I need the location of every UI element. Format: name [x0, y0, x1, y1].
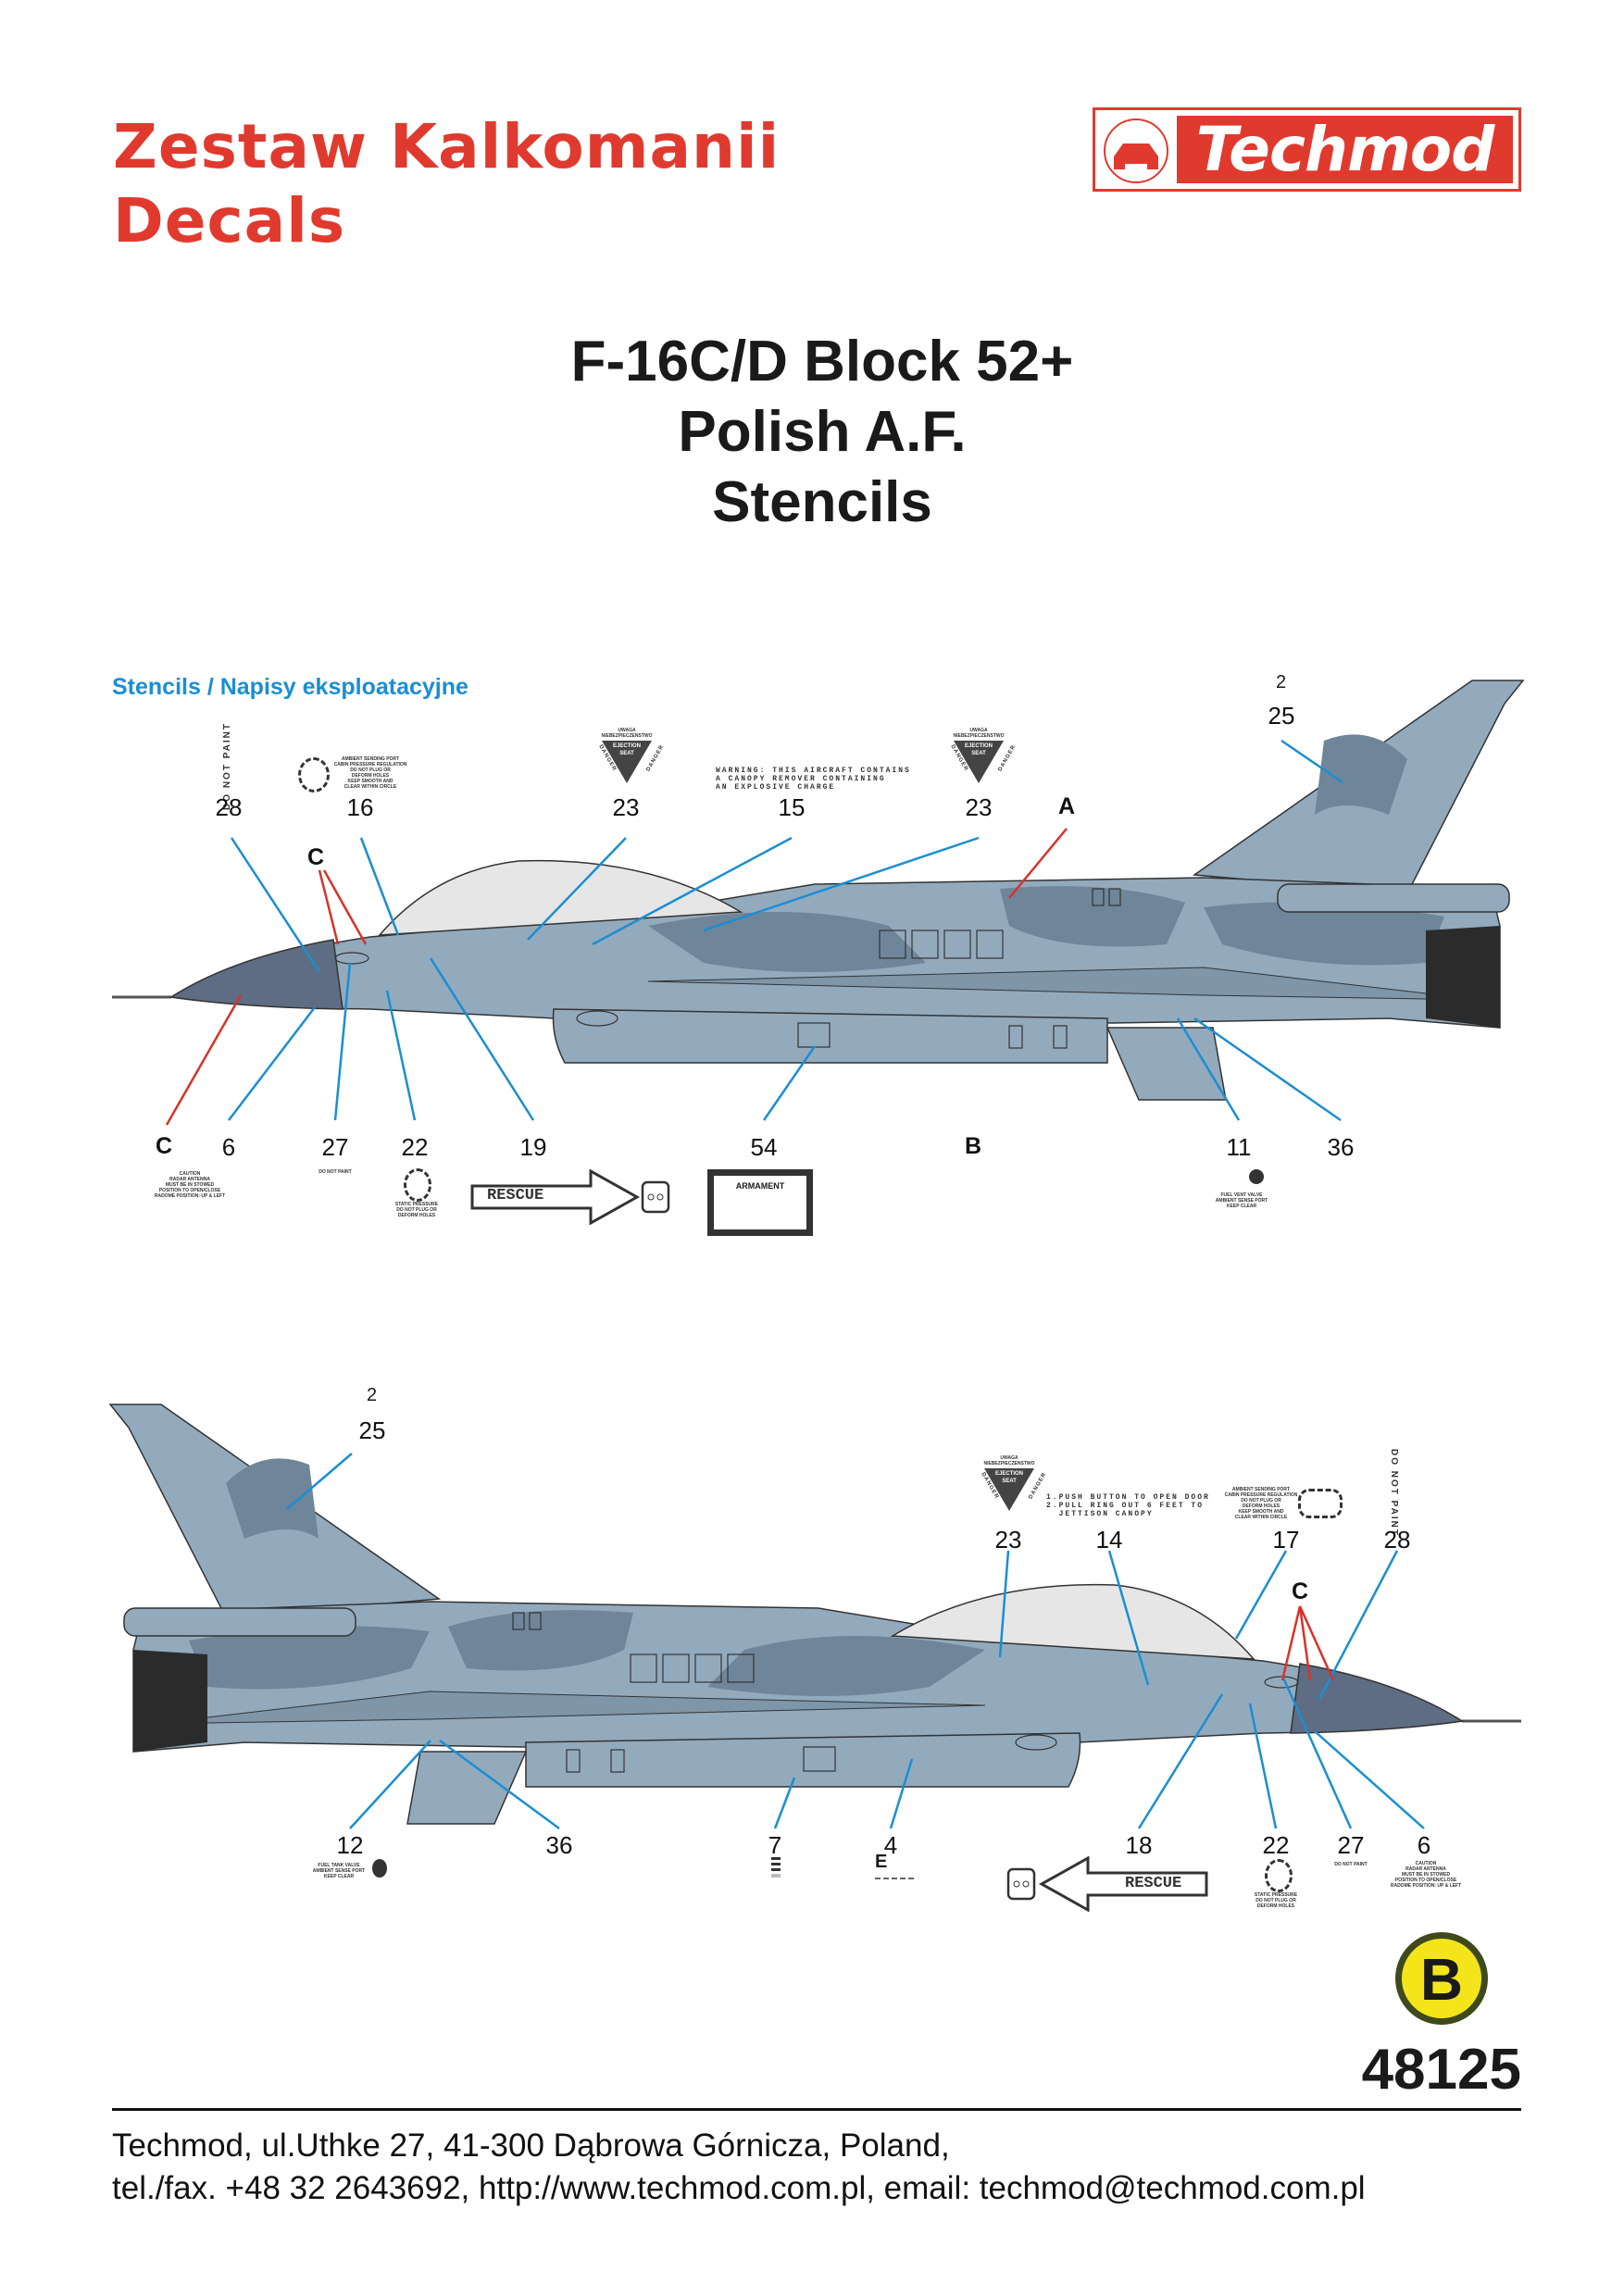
tail-stencil-small-2: 2: [367, 1385, 378, 1405]
callout-18: 18: [1125, 1831, 1153, 1859]
ejection-seat-stencil-3: UWAGA NIEBEZPIECZENSTWO EJECTION SEAT DA…: [977, 1455, 1048, 1517]
footer-divider: [112, 2108, 1521, 2111]
callout-23-v2: 23: [994, 1526, 1022, 1554]
footer-contact: tel./fax. +48 32 2643692, http://www.tec…: [112, 2170, 1366, 2206]
callout-A: A: [1057, 793, 1076, 819]
ambient-port-oval-icon: [1298, 1489, 1343, 1518]
page-title-line3: Stencils: [712, 470, 932, 534]
canopy-warning-stencil: WARNING: THIS AIRCRAFT CONTAINS A CANOPY…: [716, 767, 911, 792]
callout-C-v2: C: [1291, 1578, 1309, 1604]
callout-7: 7: [768, 1831, 782, 1859]
fuel-vent-stencil: FUEL VENT VALVE AMBIENT SENSE PORT KEEP …: [1215, 1192, 1268, 1209]
callout-27: 27: [321, 1133, 349, 1161]
callout-25-v2: 25: [358, 1416, 386, 1444]
ejection-triangle-icon: [954, 741, 1004, 783]
do-not-paint-small-2: DO NOT PAINT: [1334, 1862, 1368, 1867]
static-port-circle-icon: [404, 1168, 431, 1202]
techmod-logo: Techmod: [1093, 107, 1521, 192]
product-code: 48125: [1361, 2038, 1521, 2102]
red-callouts-view2: [1280, 1605, 1335, 1681]
callout-6-v2: 6: [1417, 1831, 1431, 1859]
callout-14: 14: [1095, 1526, 1123, 1554]
armament-stencil: ARMAMENT: [707, 1169, 813, 1236]
callout-4: 4: [883, 1831, 898, 1859]
brand-subtitle: Decals: [113, 185, 346, 256]
callout-36: 36: [1327, 1133, 1355, 1161]
ambient-port-stencil: AMBIENT SENDING PORT CABIN PRESSURE REGU…: [333, 756, 407, 790]
radar-caution-stencil-2: CAUTION RADAR ANTENNA MUST BE IN STOWED …: [1390, 1861, 1462, 1889]
static-pressure-stencil: STATIC PRESSURE DO NOT PLUG OR DEFORM HO…: [394, 1202, 439, 1218]
callout-6: 6: [221, 1133, 236, 1161]
ejection-seat-label: EJECTION SEAT: [994, 1471, 1024, 1484]
callout-22-v2: 22: [1262, 1831, 1290, 1859]
ejection-seat-stencil-2: UWAGA NIEBEZPIECZENSTWO EJECTION SEAT DA…: [946, 728, 1018, 790]
section-label: Stencils / Napisy eksploatacyjne: [112, 674, 468, 700]
ejection-triangle-icon: [984, 1468, 1034, 1511]
rescue-label: RESCUE: [487, 1187, 544, 1204]
callout-36-v2: 36: [545, 1831, 573, 1859]
tank-emblem-icon: [1104, 119, 1168, 183]
canopy-jettison-stencil: 1.PUSH BUTTON TO OPEN DOOR 2.PULL RING O…: [1046, 1493, 1210, 1518]
page-title-line2: Polish A.F.: [678, 400, 967, 464]
callout-23: 23: [612, 793, 640, 821]
callout-B: B: [964, 1133, 982, 1159]
callout-54: 54: [750, 1133, 778, 1161]
callout-C-top: C: [306, 844, 325, 870]
brand-title: Zestaw Kalkomanii: [113, 111, 781, 182]
ejection-seat-label: EJECTION SEAT: [612, 743, 642, 756]
callout-28-v2: 28: [1383, 1526, 1411, 1554]
e-marking: E: [875, 1852, 888, 1872]
callout-C: C: [155, 1133, 173, 1159]
rescue-arrow-right-icon: [470, 1169, 670, 1225]
static-pressure-stencil-2: STATIC PRESSURE DO NOT PLUG OR DEFORM HO…: [1254, 1892, 1298, 1909]
fuel-tank-stencil: FUEL TANK VALVE AMBIENT SENSE PORT KEEP …: [312, 1863, 366, 1879]
ejection-seat-stencil-1: UWAGA NIEBEZPIECZENSTWO EJECTION SEAT DA…: [594, 728, 666, 790]
ejection-warning-text: UWAGA NIEBEZPIECZENSTWO: [953, 728, 1005, 739]
marking-7-icon: [771, 1857, 781, 1878]
e-marking-underline: [875, 1878, 914, 1881]
fuel-tank-dot-icon: [372, 1859, 387, 1878]
fuel-vent-dot-icon: [1249, 1169, 1264, 1184]
callout-25: 25: [1268, 702, 1295, 730]
logo-wordmark: Techmod: [1177, 116, 1513, 183]
callout-17: 17: [1272, 1526, 1300, 1554]
do-not-paint-small: DO NOT PAINT: [319, 1169, 352, 1175]
radar-caution-stencil: CAUTION RADAR ANTENNA MUST BE IN STOWED …: [154, 1171, 226, 1199]
callout-15: 15: [778, 793, 806, 821]
ejection-warning-text: UWAGA NIEBEZPIECZENSTWO: [601, 728, 653, 739]
callout-lines-view1: [228, 739, 1343, 1122]
callout-16: 16: [346, 793, 374, 821]
footer-address: Techmod, ul.Uthke 27, 41-300 Dąbrowa Gór…: [112, 2128, 950, 2164]
page-title-line1: F-16C/D Block 52+: [570, 330, 1074, 393]
callout-11: 11: [1226, 1133, 1252, 1161]
callout-27-v2: 27: [1337, 1831, 1365, 1859]
do-not-paint-stencil-2: DO NOT PAINT: [1389, 1449, 1399, 1537]
tail-stencil-small: 2: [1276, 672, 1287, 693]
callout-19: 19: [519, 1133, 547, 1161]
sheet-badge: B: [1395, 1932, 1488, 2025]
ejection-warning-text: UWAGA NIEBEZPIECZENSTWO: [983, 1455, 1035, 1466]
rescue-label-2: RESCUE: [1125, 1875, 1182, 1892]
red-callouts-view1: [165, 828, 1068, 1126]
static-port-circle-icon-2: [1265, 1859, 1293, 1892]
callout-22: 22: [401, 1133, 429, 1161]
ejection-seat-label: EJECTION SEAT: [964, 743, 993, 756]
callout-23b: 23: [965, 793, 993, 821]
ejection-triangle-icon: [602, 741, 652, 783]
callout-lines-view2: [286, 1453, 1425, 1830]
aircraft-right-side-view: [108, 1403, 1523, 1826]
callout-28: 28: [215, 793, 243, 821]
rescue-arrow-left-icon: [1006, 1856, 1208, 1912]
ambient-port-circle-icon: [298, 757, 330, 792]
callout-12: 12: [336, 1831, 364, 1859]
ambient-port-stencil-2: AMBIENT SENDING PORT CABIN PRESSURE REGU…: [1224, 1487, 1298, 1520]
